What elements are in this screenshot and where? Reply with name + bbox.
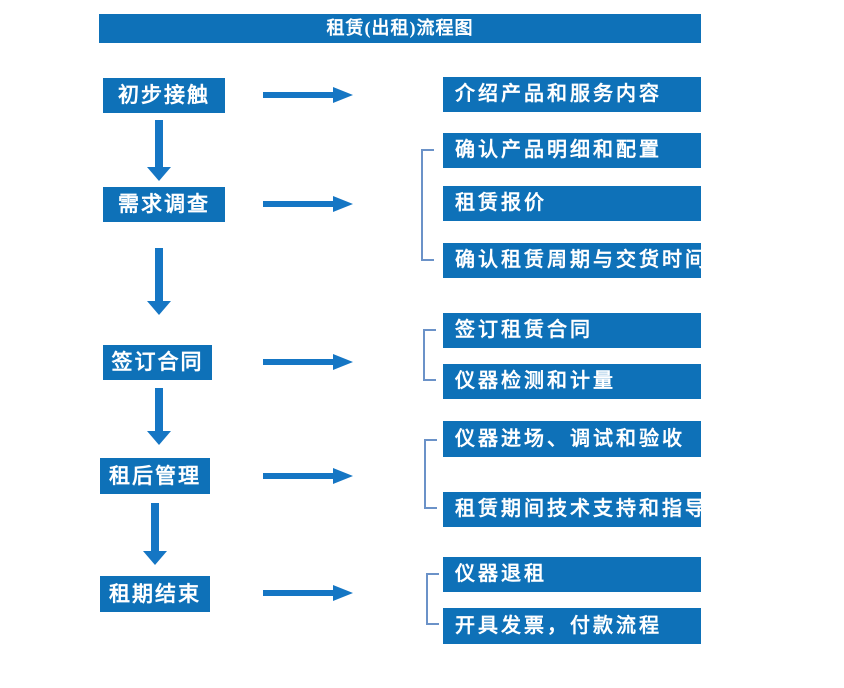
arrow-shaft (155, 248, 163, 301)
group-bracket (421, 149, 434, 261)
group-bracket (423, 329, 436, 381)
arrow-head (333, 585, 353, 601)
arrow-shaft (263, 590, 335, 596)
detail-box-instrument-setup: 仪器进场、调试和验收 (443, 421, 701, 457)
arrow-shaft (263, 201, 335, 207)
step-box-demand-survey: 需求调查 (103, 187, 225, 222)
step-box-initial-contact: 初步接触 (103, 78, 225, 113)
right-arrow-icon (263, 87, 353, 103)
down-arrow-icon (147, 248, 171, 315)
step-box-sign-contract: 签订合同 (103, 345, 212, 380)
step-box-rental-end: 租期结束 (100, 576, 210, 612)
arrow-shaft (263, 473, 335, 479)
group-bracket (426, 573, 439, 625)
detail-box-confirm-product-details: 确认产品明细和配置 (443, 133, 701, 168)
detail-box-rental-quote: 租赁报价 (443, 186, 701, 221)
right-arrow-icon (263, 468, 353, 484)
arrow-shaft (263, 359, 335, 365)
arrow-shaft (155, 120, 163, 167)
arrow-head (333, 196, 353, 212)
detail-box-technical-support: 租赁期间技术支持和指导 (443, 492, 701, 527)
arrow-head (147, 431, 171, 445)
down-arrow-icon (143, 503, 167, 565)
detail-box-sign-rental-contract: 签订租赁合同 (443, 313, 701, 348)
arrow-head (147, 301, 171, 315)
right-arrow-icon (263, 354, 353, 370)
arrow-shaft (151, 503, 159, 551)
right-arrow-icon (263, 585, 353, 601)
arrow-head (333, 87, 353, 103)
group-bracket (424, 439, 437, 509)
detail-box-instrument-return: 仪器退租 (443, 557, 701, 592)
detail-box-instrument-testing: 仪器检测和计量 (443, 364, 701, 399)
arrow-head (333, 354, 353, 370)
detail-box-introduce-products: 介绍产品和服务内容 (443, 77, 701, 112)
arrow-shaft (155, 388, 163, 431)
step-box-post-rental-management: 租后管理 (100, 458, 210, 494)
down-arrow-icon (147, 120, 171, 181)
right-arrow-icon (263, 196, 353, 212)
detail-box-invoice-payment: 开具发票，付款流程 (443, 608, 701, 644)
arrow-head (143, 551, 167, 565)
flowchart-title: 租赁(出租)流程图 (99, 14, 701, 43)
arrow-shaft (263, 92, 335, 98)
arrow-head (147, 167, 171, 181)
arrow-head (333, 468, 353, 484)
detail-box-confirm-rental-period: 确认租赁周期与交货时间 (443, 243, 701, 278)
down-arrow-icon (147, 388, 171, 445)
